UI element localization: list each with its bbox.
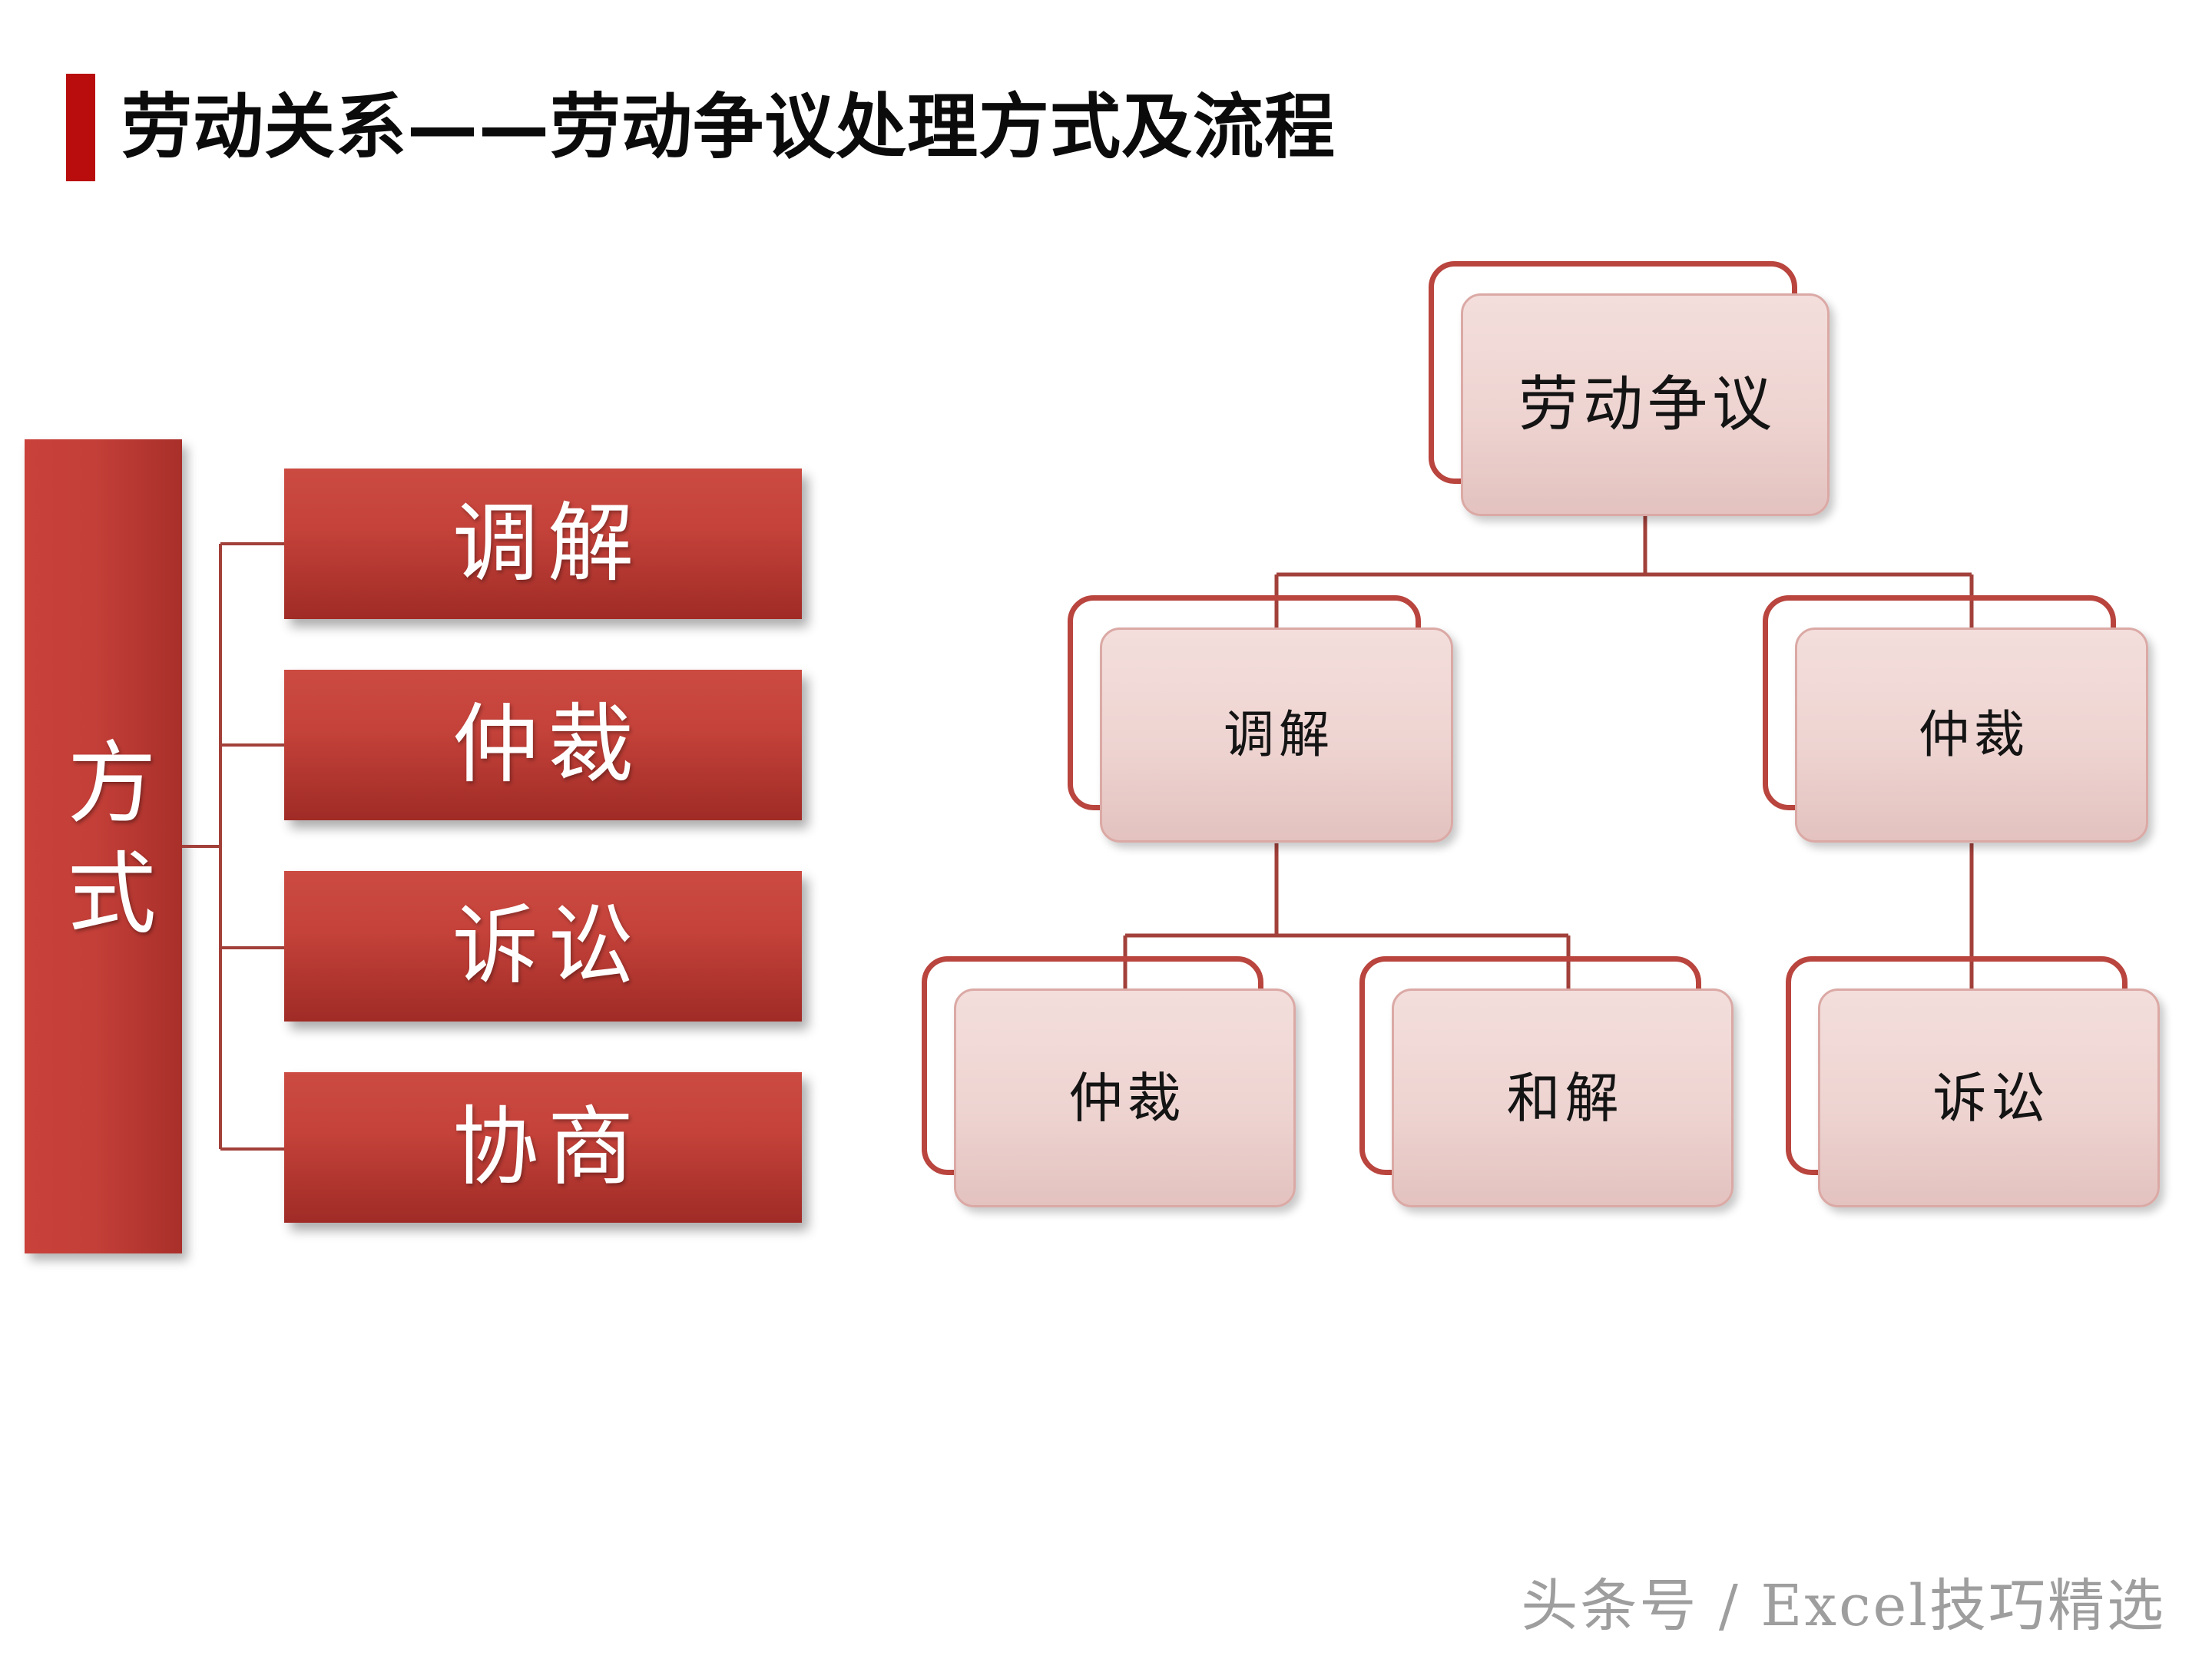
method-box-zhongcai[interactable]: 仲裁 [284, 670, 802, 820]
card-front-fill: 仲裁 [954, 988, 1296, 1207]
title-accent-bar [66, 74, 95, 181]
methods-connector-lines [182, 542, 293, 1151]
flow-node-labor-dispute[interactable]: 劳动争议 [1429, 261, 1830, 516]
method-box-xieshang[interactable]: 协商 [284, 1072, 802, 1223]
method-box-tiaojie[interactable]: 调解 [284, 469, 802, 619]
method-box-label: 调解 [452, 494, 643, 594]
flow-node-label: 仲裁 [1919, 705, 2029, 764]
flow-node-litigation[interactable]: 诉讼 [1786, 956, 2160, 1207]
method-box-label: 仲裁 [452, 695, 643, 795]
card-front-fill: 劳动争议 [1461, 293, 1830, 516]
flow-node-arbitration-right[interactable]: 仲裁 [1763, 595, 2148, 843]
card-front-fill: 诉讼 [1818, 988, 2160, 1207]
methods-bar-label: 方式 [51, 736, 156, 957]
flow-node-label: 和解 [1506, 1066, 1624, 1130]
card-front-fill: 调解 [1100, 628, 1453, 843]
dispute-flowchart: 劳动争议 调解 仲裁 仲裁 和解 诉讼 [830, 261, 2197, 1413]
methods-vertical-bar: 方式 [25, 439, 182, 1253]
flow-node-label: 诉讼 [1932, 1066, 2050, 1130]
flow-node-label: 仲裁 [1068, 1066, 1186, 1130]
flow-node-label: 调解 [1224, 705, 1334, 764]
flow-node-arbitration-left[interactable]: 仲裁 [922, 956, 1296, 1207]
page-title: 劳动关系——劳动争议处理方式及流程 [66, 74, 1336, 181]
flow-node-mediation[interactable]: 调解 [1068, 595, 1453, 843]
card-front-fill: 仲裁 [1795, 628, 2148, 843]
title-text: 劳动关系——劳动争议处理方式及流程 [121, 86, 1336, 168]
card-front-fill: 和解 [1392, 988, 1734, 1207]
flow-node-label: 劳动争议 [1518, 370, 1777, 439]
watermark-text: 头条号 / Excel技巧精选 [1521, 1573, 2166, 1639]
method-box-label: 协商 [452, 1098, 643, 1197]
flow-node-settlement[interactable]: 和解 [1359, 956, 1734, 1207]
methods-panel: 方式 调解 仲裁 诉讼 协商 [0, 0, 860, 1659]
method-box-label: 诉讼 [452, 896, 643, 996]
method-box-susong[interactable]: 诉讼 [284, 871, 802, 1022]
